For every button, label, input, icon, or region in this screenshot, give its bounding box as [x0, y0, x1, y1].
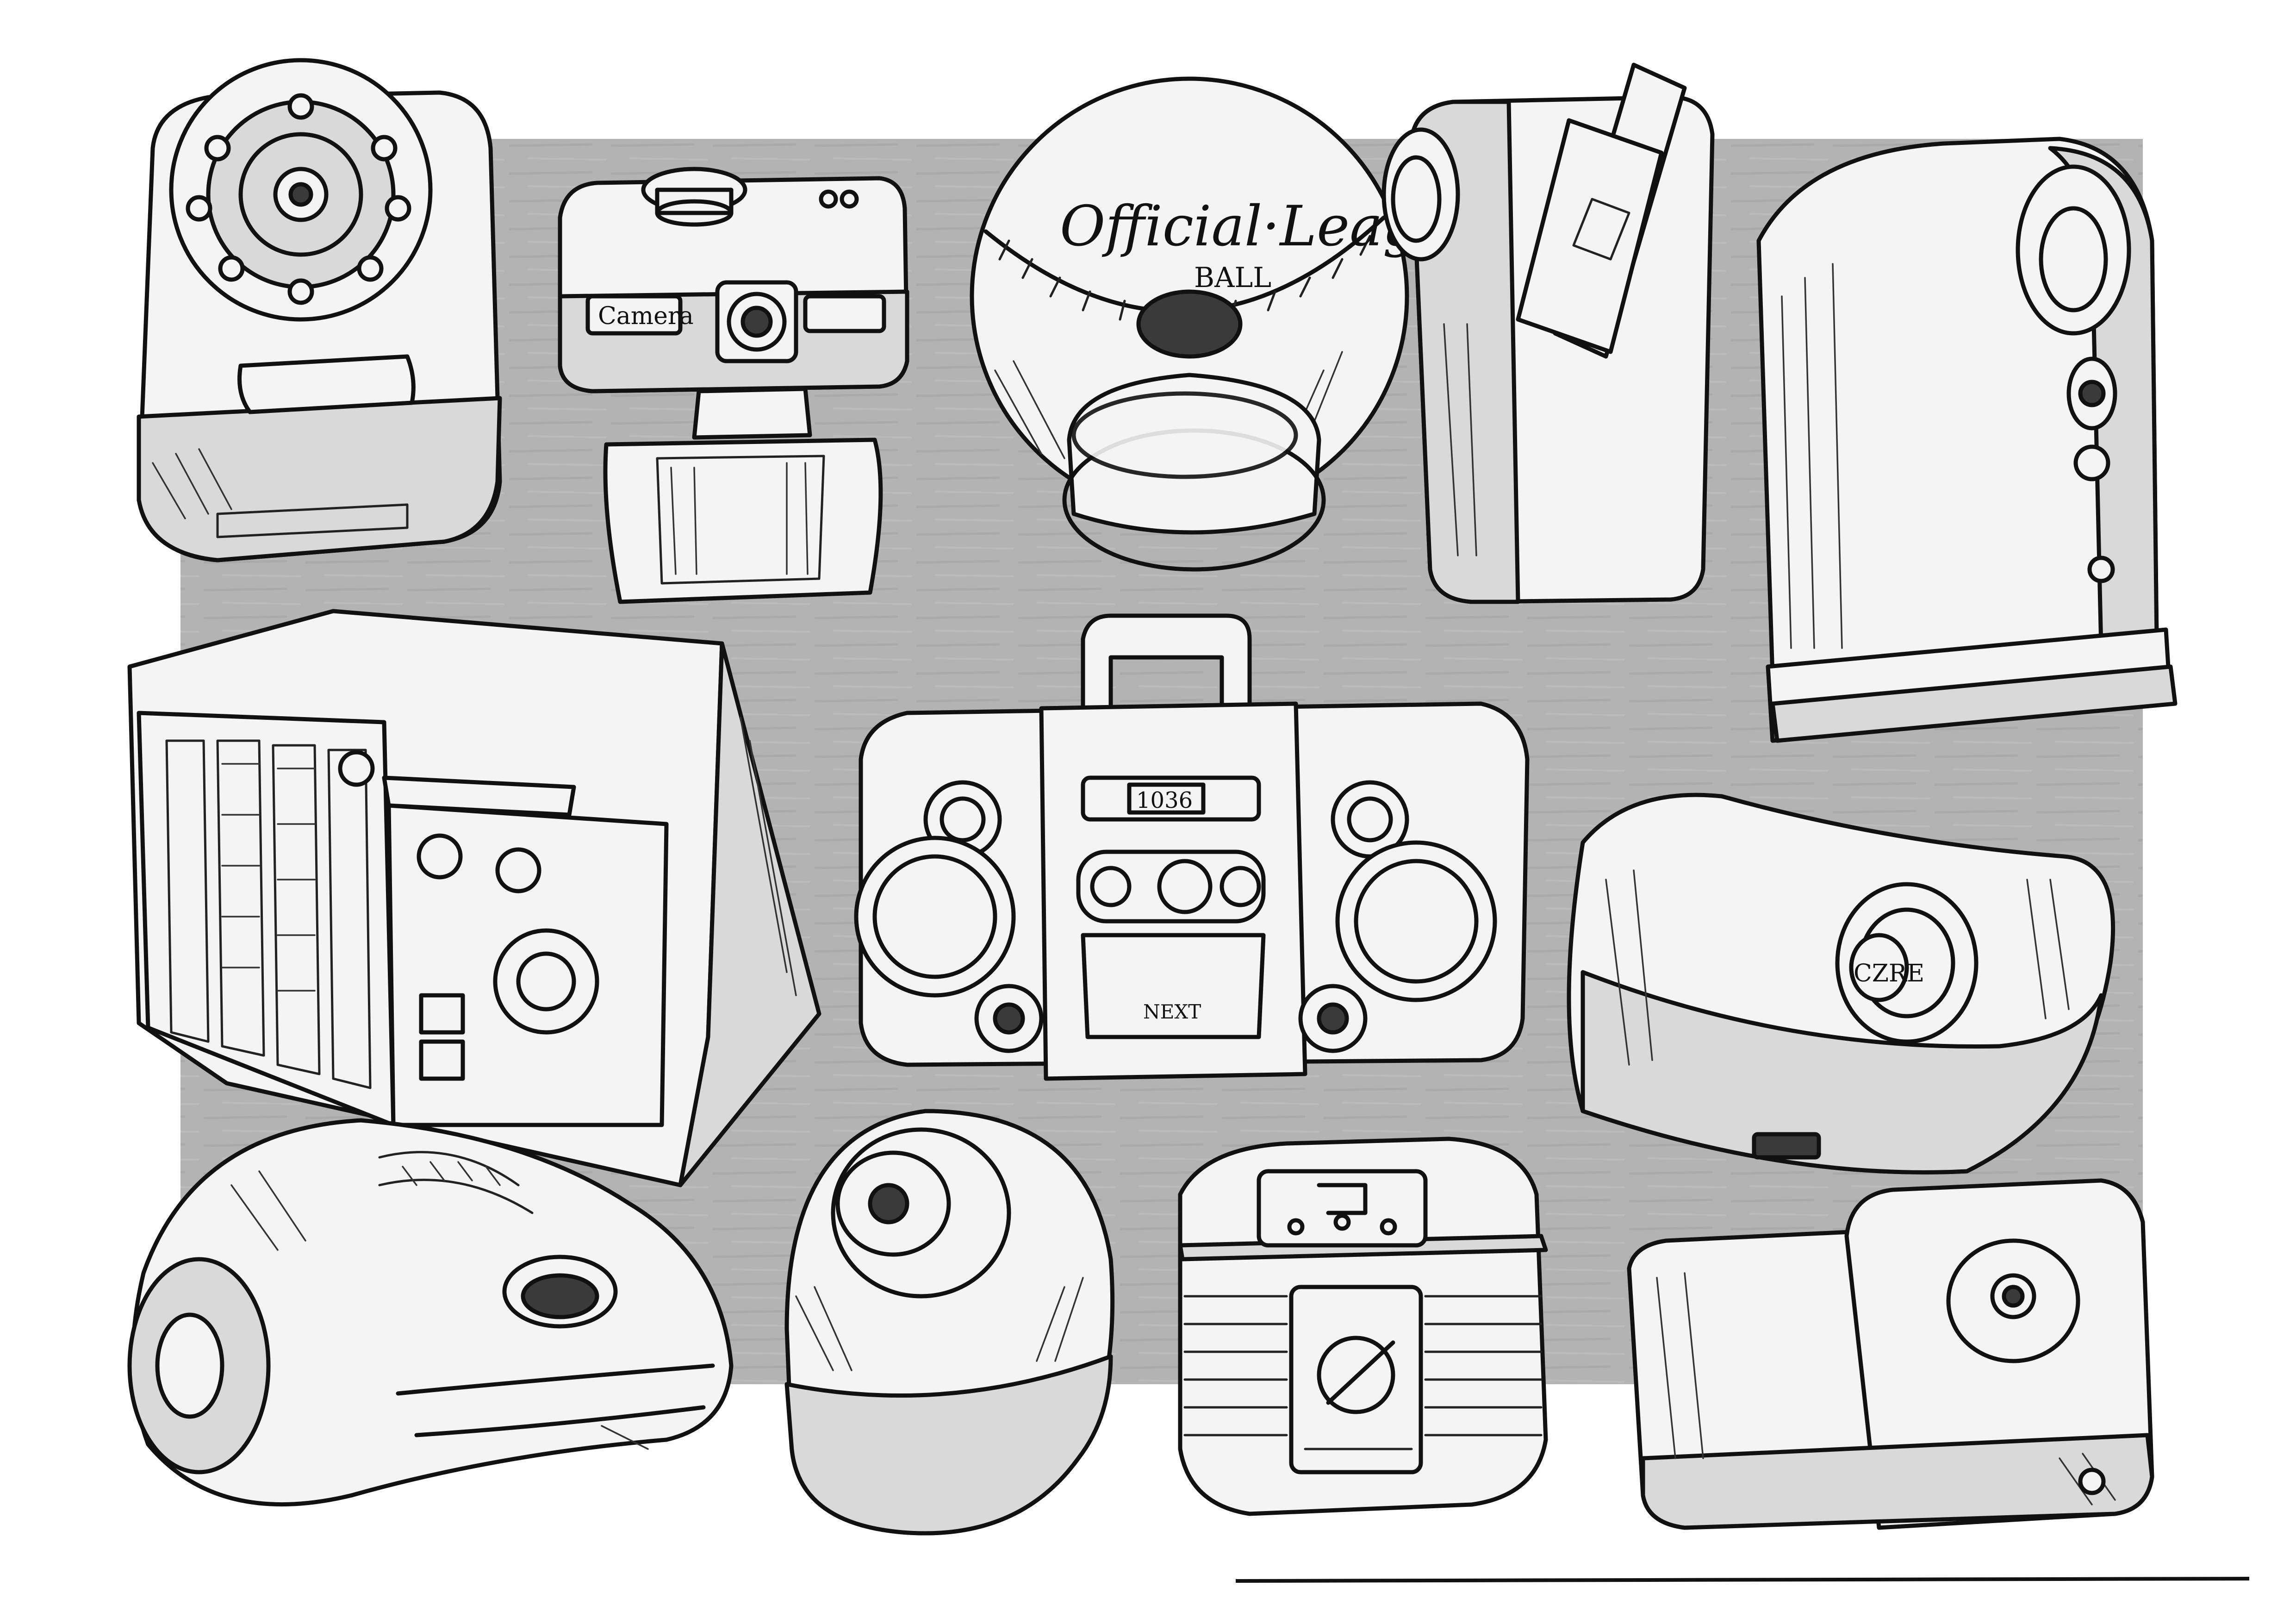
box-camera-on-stand-sketch: Camera: [558, 167, 909, 604]
arched-tower-device-sketch: [1756, 137, 2178, 743]
projector-box-sketch: [1627, 1178, 2154, 1530]
baseball-camera-sketch: Official·League BALL: [970, 76, 1487, 572]
grille-radio-box-sketch: [1178, 1137, 1548, 1516]
baseball-label-line2: BALL: [1194, 262, 1271, 294]
camera-label: Camera: [598, 302, 694, 330]
ir-security-camera-sketch: [137, 58, 502, 562]
mouse-shaped-device-sketch: [127, 1118, 734, 1507]
open-box-electronics-sketch: [127, 609, 821, 1187]
visor-lens-label: CZRE: [1854, 960, 1924, 987]
boombox-display: 1036: [1136, 787, 1193, 813]
boombox-brand: NEXT: [1143, 1000, 1201, 1023]
boombox-sketch: 1036 NEXT: [854, 613, 1530, 1081]
signature-line: [1235, 1577, 2250, 1583]
curved-visor-device-sketch: CZRE: [1567, 793, 2116, 1174]
flip-video-camera-sketch: [1381, 62, 1715, 604]
dome-security-camera-sketch: [784, 1109, 1115, 1536]
